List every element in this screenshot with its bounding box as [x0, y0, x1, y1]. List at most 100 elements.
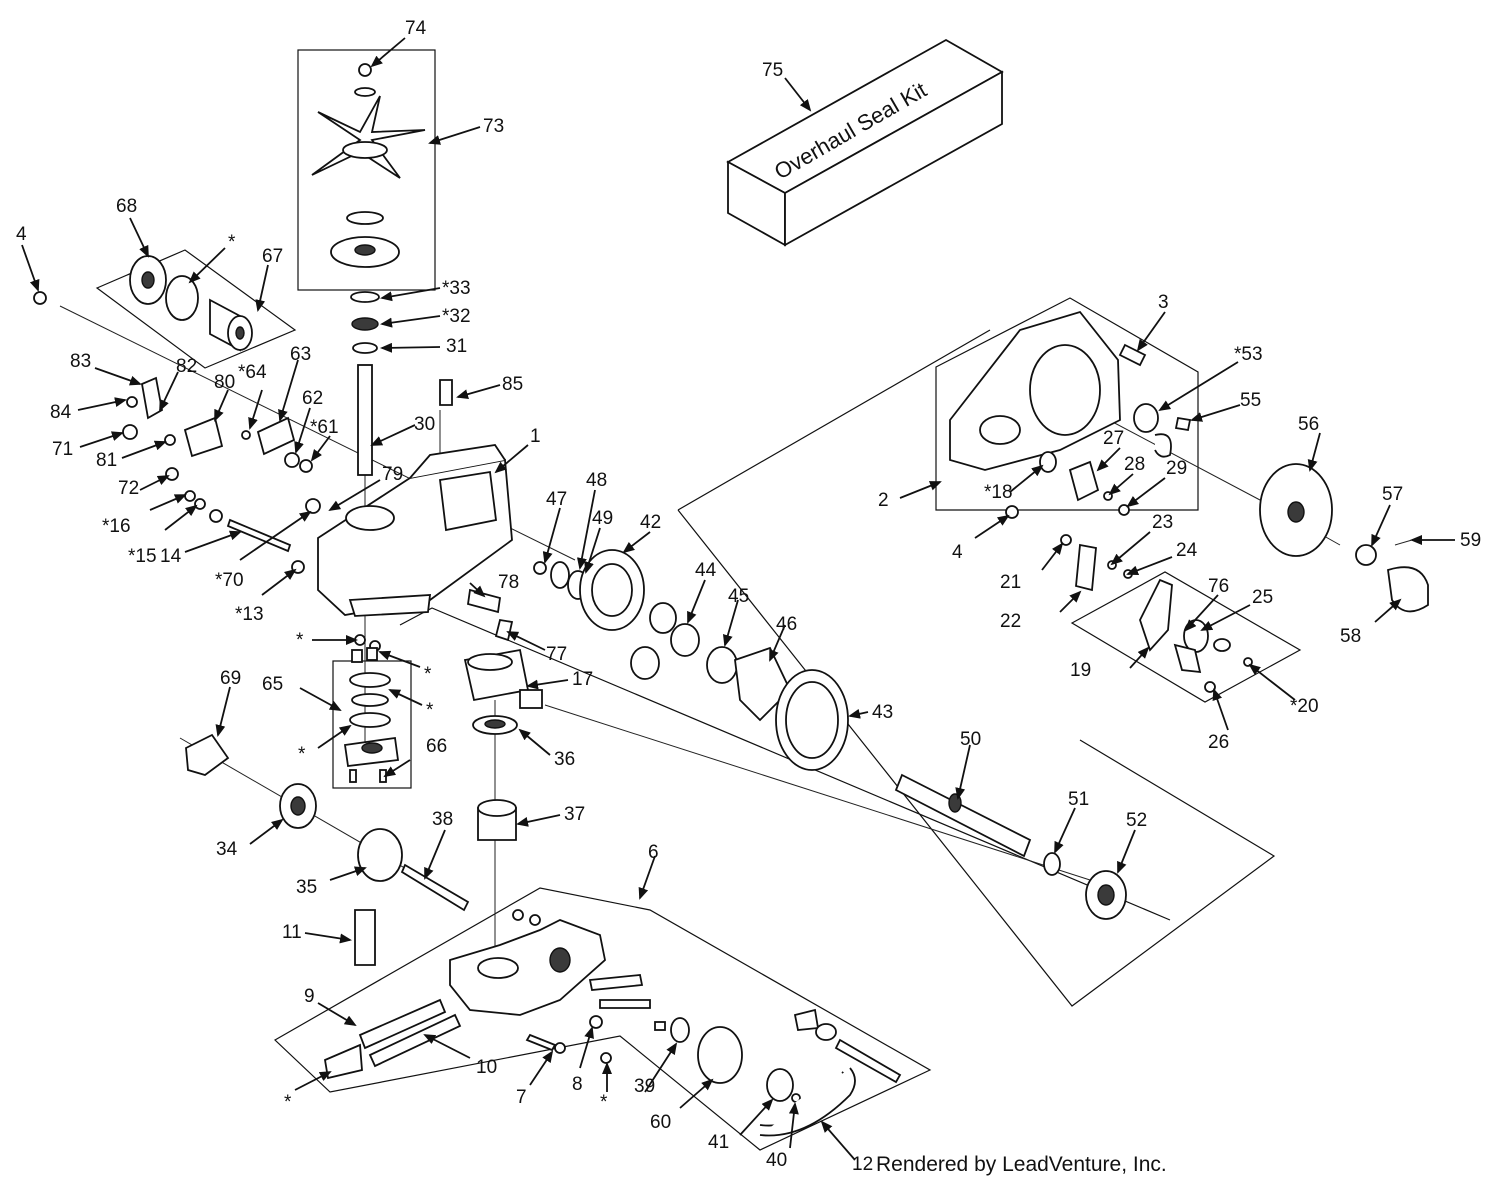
- callout-39: 39: [634, 1076, 655, 1097]
- callout-labels: 74 73 75 68 * 67 4 *33 *32 31 3 *53 55 5…: [16, 18, 1481, 1175]
- callout-70: *70: [215, 570, 244, 591]
- callout-41: 41: [708, 1132, 729, 1153]
- callout-34: 34: [216, 839, 238, 860]
- callout-6: 6: [648, 842, 659, 863]
- gear-train: [466, 549, 792, 722]
- callout-26: 26: [1208, 732, 1229, 753]
- callout-82: 82: [176, 356, 197, 377]
- callout-73: 73: [483, 116, 504, 137]
- callout-66: 66: [426, 736, 447, 757]
- callout-84: 84: [50, 402, 72, 423]
- callout-46: 46: [776, 614, 797, 635]
- callout-65: 65: [262, 674, 283, 695]
- callout-13: *13: [235, 604, 264, 625]
- callout-75: 75: [762, 60, 783, 81]
- callout-43: 43: [872, 702, 893, 723]
- callout-72: 72: [118, 478, 139, 499]
- callout-52: 52: [1126, 810, 1147, 831]
- fan-group-box: [297, 49, 436, 291]
- callout-3: 3: [1158, 292, 1169, 313]
- callout-star-washer: *: [600, 1092, 608, 1113]
- motor-assembly: [185, 733, 470, 966]
- pump-swashplate: [463, 648, 543, 841]
- callout-2: 2: [878, 490, 889, 511]
- filter-assembly: [33, 255, 253, 352]
- callout-48: 48: [586, 470, 607, 491]
- callout-30: 30: [414, 414, 435, 435]
- group-outlines: [59, 49, 1341, 1151]
- callout-12: 12: [852, 1154, 873, 1175]
- center-section: [323, 909, 902, 1137]
- callout-23: 23: [1152, 512, 1173, 533]
- callout-22: 22: [1000, 611, 1021, 632]
- charge-pump-group-box: [332, 660, 412, 789]
- case-half-line-a: [677, 329, 991, 511]
- callout-14: 14: [160, 546, 182, 567]
- callout-21: 21: [1000, 572, 1021, 593]
- callout-31: 31: [446, 336, 467, 357]
- callout-69: 69: [220, 668, 241, 689]
- callout-10: 10: [476, 1057, 497, 1078]
- callout-59: 59: [1460, 530, 1481, 551]
- callout-star-pump-left: *: [296, 630, 304, 651]
- callout-83: 83: [70, 351, 91, 372]
- callout-81: 81: [96, 450, 117, 471]
- callout-62: 62: [302, 388, 323, 409]
- callout-38: 38: [432, 809, 453, 830]
- callout-77: 77: [546, 644, 567, 665]
- callout-16: *16: [102, 516, 131, 537]
- callout-55: 55: [1240, 390, 1261, 411]
- callout-71: 71: [52, 439, 73, 460]
- callout-61: *61: [310, 417, 339, 438]
- callout-9: 9: [304, 986, 315, 1007]
- callout-45: 45: [728, 586, 749, 607]
- callout-49: 49: [592, 508, 613, 529]
- callout-15: *15: [128, 546, 157, 567]
- cooling-fan-pulley: [311, 63, 426, 476]
- callout-74: 74: [405, 18, 427, 39]
- callout-17: 17: [572, 669, 593, 690]
- axle-axis: [544, 704, 1091, 881]
- callout-24: 24: [1176, 540, 1198, 561]
- callout-7: 7: [516, 1087, 527, 1108]
- case-half-group-box: [935, 297, 1199, 511]
- callout-18: *18: [984, 482, 1013, 503]
- callout-60: 60: [650, 1112, 671, 1133]
- callout-28: 28: [1124, 454, 1145, 475]
- callout-star-pump-mid: *: [426, 700, 434, 721]
- seal-kit-box: Overhaul Seal Kit: [726, 38, 1004, 247]
- callout-76: 76: [1208, 576, 1229, 597]
- callout-20: *20: [1290, 696, 1319, 717]
- axle-group-line: [399, 607, 1171, 921]
- big-explosion-line: [677, 509, 1276, 1007]
- callout-79: 79: [382, 464, 403, 485]
- callout-29: 29: [1166, 458, 1187, 479]
- callout-36: 36: [554, 749, 575, 770]
- center-section-group: [274, 887, 932, 1151]
- callout-40: 40: [766, 1150, 787, 1171]
- brake-group-box: [1070, 571, 1302, 703]
- callout-35: 35: [296, 877, 317, 898]
- callout-33: *33: [442, 278, 471, 299]
- callout-57: 57: [1382, 484, 1403, 505]
- callout-4-right: 4: [952, 542, 963, 563]
- leader-arrows: [21, 37, 1455, 1161]
- callout-67: 67: [262, 246, 283, 267]
- callout-4-left: 4: [16, 224, 27, 245]
- callout-78: 78: [498, 572, 519, 593]
- callout-85: 85: [502, 374, 523, 395]
- callout-64: *64: [238, 362, 267, 383]
- right-case-half: [949, 310, 1192, 592]
- axle-assembly: [775, 669, 1127, 920]
- main-housing: [317, 444, 513, 652]
- callout-19: 19: [1070, 660, 1091, 681]
- callout-star-filter: *: [228, 232, 236, 253]
- callout-53: *53: [1234, 344, 1263, 365]
- callout-47: 47: [546, 489, 567, 510]
- render-credit: Rendered by LeadVenture, Inc.: [876, 1153, 1167, 1176]
- callout-star-o-ring: *: [284, 1092, 292, 1113]
- callout-50: 50: [960, 729, 981, 750]
- callout-8: 8: [572, 1074, 583, 1095]
- callout-42: 42: [640, 512, 661, 533]
